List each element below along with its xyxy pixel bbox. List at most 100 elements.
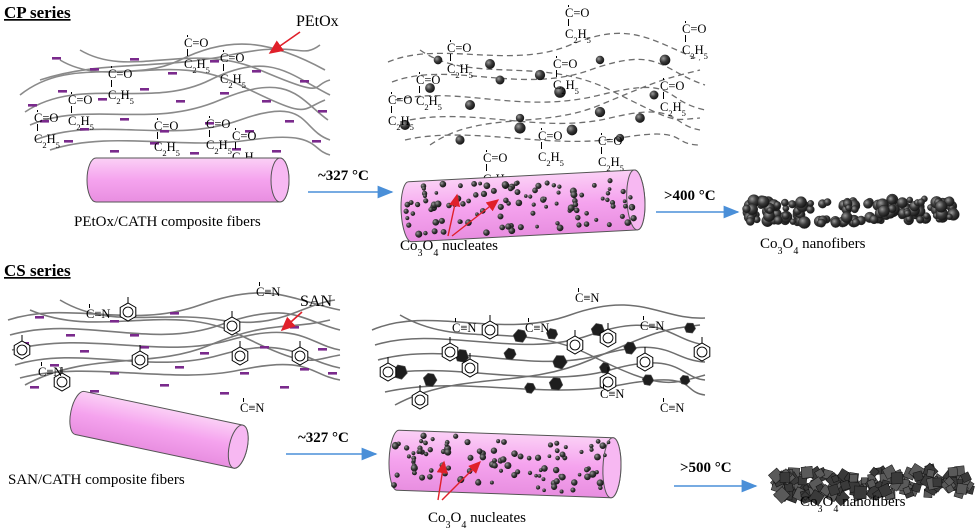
cp-nucleated-fiber [400,169,646,243]
cp-decomposed-strands [387,32,706,146]
co3o4-particle [422,372,438,387]
svg-text:Co3O4 nucleates: Co3O4 nucleates [400,238,498,259]
svg-text:C=O: C=O [538,129,562,143]
svg-text:Co3O4 nucleates: Co3O4 nucleates [428,510,526,531]
co3o4-particle [464,99,476,111]
svg-text:C2H5: C2H5 [220,72,246,90]
co3o4-particle [641,374,655,386]
nitrile-group: C≡N [640,316,664,333]
svg-text:C2H5: C2H5 [565,27,591,45]
nitrile-group: C≡N [525,318,549,335]
cp-series-title: CP series [4,3,71,22]
svg-text:C2H5: C2H5 [68,114,94,132]
nitrile-group: C≡N [600,384,624,401]
svg-text:C=O: C=O [154,119,178,133]
cs-nucleate-pointer-2 [441,461,481,501]
nitrile-group: C≡N [240,398,264,415]
co3o4-particle [485,59,495,69]
negative-charge [110,372,119,375]
carbonyl-group: C=O C2H5 [660,78,686,118]
svg-text:C≡N: C≡N [525,321,549,335]
negative-charge [272,150,281,153]
co3o4-particle [566,124,578,136]
cs-nucleate-pointer-1 [436,460,448,501]
cp-pendant-groups: C=OC2H5C=OC2H5C=OC2H5C=OC2H5C=OC2H5C=OC2… [34,35,258,168]
negative-charge [168,72,177,75]
negative-charge [160,384,169,387]
negative-charge [300,368,309,371]
benzene-ring [461,353,479,378]
cp-temp2-label: >400 °C [664,188,716,204]
cp-nucleate-pointer-2 [451,199,500,237]
cp-negative-charges [28,57,327,155]
negative-charge [66,334,75,337]
negative-charge [140,346,149,349]
cs-pendant-groups: C≡NC≡NC≡NC≡NC≡N [13,282,309,427]
negative-charge [58,90,67,93]
negative-charge [28,104,37,107]
svg-text:C=O: C=O [220,51,244,65]
cp-composite-fiber [86,157,290,203]
co3o4-particle [595,55,605,65]
negative-charge [160,130,169,133]
cs-nucleated-fiber [388,429,622,499]
negative-charge [150,142,159,145]
co3o4-particle [534,69,546,81]
co3o4-particle [615,133,625,143]
negative-charge [232,148,241,151]
negative-charge [98,98,107,101]
svg-text:C=O: C=O [660,79,684,93]
svg-text:C≡N: C≡N [256,285,280,299]
svg-text:C=O: C=O [232,129,256,143]
svg-text:C≡N: C≡N [660,401,684,415]
benzene-ring [599,323,617,348]
benzene-ring [119,297,137,322]
co3o4-particle [684,322,696,334]
benzene-ring [231,341,249,366]
negative-charge [130,334,139,337]
cp-product-label: Co3O4 nanofibers [760,236,866,257]
negative-charge [90,390,99,393]
svg-text:C=O: C=O [682,22,706,36]
svg-text:C2H5: C2H5 [553,78,579,96]
co3o4-particle [649,90,659,100]
negative-charge [35,316,44,319]
co3o4-particle [552,355,568,370]
svg-text:C=O: C=O [68,93,92,107]
cp-pendant-groups-decomposed: C=OC2H5C=OC2H5C=OC2H5C=OC2H5C=OC2H5C=OC2… [388,5,708,190]
svg-text:C2H5: C2H5 [682,43,708,61]
cs-polymer-label: SAN [300,293,332,310]
carbonyl-group: C=O C2H5 [68,92,94,132]
nitrile-group: C≡N [256,282,280,299]
co3o4-particle [635,113,645,123]
benzene-ring [53,367,71,392]
svg-text:Co3O4 nanofibers: Co3O4 nanofibers [760,236,866,257]
co3o4-particle [554,86,566,98]
svg-text:C2H5: C2H5 [206,138,232,156]
negative-charge [220,92,229,95]
nitrile-group: C≡N [38,362,62,379]
svg-text:C2H5: C2H5 [660,100,686,118]
carbonyl-group: C=O C2H5 [682,21,708,61]
cp-temp1-label: ~327 °C [318,168,369,184]
cs-fiber-label: SAN/CATH composite fibers [8,472,185,488]
co3o4-particle [512,329,528,343]
co3o4-particle [659,54,671,66]
cs-product-label: Co3O4 nanofibers [800,494,906,515]
cp-nanofiber [742,193,960,229]
negative-charge [240,372,249,375]
co3o4-particle [433,55,443,65]
negative-charge [30,386,39,389]
nitrile-group: C≡N [575,288,599,305]
co3o4-particle [455,135,465,145]
co3o4-particle [425,83,435,93]
co3o4-particle [546,328,559,340]
cs-co3o4-particles [392,322,696,394]
